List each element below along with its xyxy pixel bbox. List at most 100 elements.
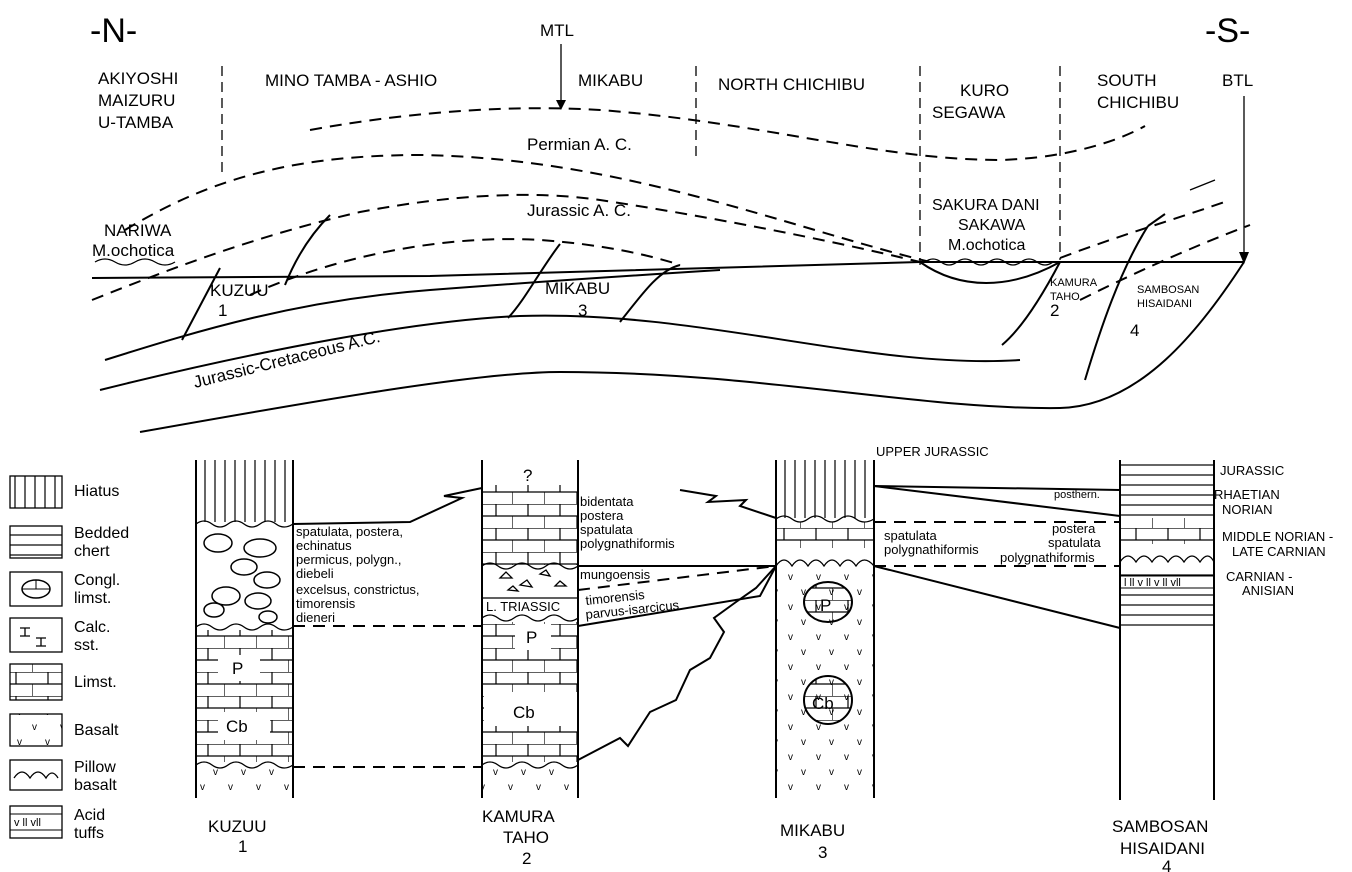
col4-tuff-symbol: l ll v ll v ll vll (1124, 577, 1181, 589)
col4-age: LATE CARNIAN (1232, 544, 1326, 559)
col3-unconformity (775, 515, 875, 523)
col2-name-2: TAHO (503, 828, 549, 847)
col1-fauna: timorensis (296, 596, 356, 611)
kuro-basin (919, 261, 1061, 284)
col2-fauna: bidentata (580, 494, 634, 509)
section-kamura-1: KAMURA (1050, 277, 1098, 289)
tuffs-symbol: v ll vll (14, 817, 41, 829)
correlation-solid (577, 565, 777, 627)
col3-limestone (776, 522, 874, 548)
col1-unconformity (195, 761, 294, 769)
col2-unconformity (481, 562, 579, 570)
north-label: -N- (90, 12, 137, 50)
sakura-label-1: SAKURA DANI (932, 197, 1040, 214)
section-kuzuu-2: 1 (218, 301, 227, 320)
col3-limestone-block (803, 675, 853, 725)
jurassic-lower-dashed (91, 193, 921, 301)
hiatus-zigzag (679, 489, 777, 519)
jur-cret-upper (104, 269, 721, 361)
col2-name-1: KAMURA (482, 807, 555, 826)
col1-name-1: KUZUU (208, 817, 267, 836)
col1-name-2: 1 (238, 837, 247, 856)
mtl-arrow-icon (556, 100, 566, 110)
section-kamura-3: 2 (1050, 301, 1059, 320)
legend-label: tuffs (74, 825, 104, 842)
belt-akiyoshi-1: AKIYOSHI (98, 69, 178, 88)
col1-fauna: spatulata, postera, (296, 524, 403, 539)
column-mikabu: P Cb UPPER JURASSIC spatulata polygnathi… (775, 444, 989, 862)
jurassic-inner-dashed (249, 238, 681, 296)
sambosan-fault (1084, 225, 1149, 381)
cross-section: -N- -S- MTL BTL AKIYOSHI MAIZURU U-TAMBA… (90, 12, 1253, 433)
legend-label: Congl. (74, 572, 120, 589)
legend-calc: Calc. sst. (9, 617, 110, 654)
col2-label-bg (484, 692, 578, 726)
south-dashed-2 (1079, 224, 1251, 301)
col4-age: NORIAN (1222, 502, 1273, 517)
col2-breccia-clasts (498, 569, 568, 592)
belt-mikabu: MIKABU (578, 71, 643, 90)
col4-name-3: 4 (1162, 857, 1171, 872)
col2-question: ? (523, 466, 532, 485)
belt-akiyoshi-3: U-TAMBA (98, 113, 174, 132)
col3-pillow (776, 552, 874, 566)
belt-south-chichibu-1: SOUTH (1097, 71, 1157, 90)
col1-fauna: excelsus, constrictus, (296, 582, 420, 597)
section-sambosan-1: SAMBOSAN (1137, 284, 1199, 296)
section-mikabu-2: 3 (578, 301, 587, 320)
pillow-swatch (9, 759, 63, 791)
col3-upper-jurassic: UPPER JURASSIC (876, 444, 989, 459)
section-mikabu-1: MIKABU (545, 279, 610, 298)
col1-basalt (196, 768, 293, 798)
col2-label-bg (515, 624, 551, 650)
jurassic-label: Jurassic A. C. (527, 201, 631, 220)
sakura-label-2: SAKAWA (958, 217, 1026, 234)
col2-cb-label: Cb (513, 703, 535, 722)
col4-chert (1120, 462, 1214, 516)
sakura-label-3: M.ochotica (948, 237, 1025, 254)
nariwa-label-2: M.ochotica (92, 241, 175, 260)
hiatus-zigzag (292, 487, 483, 525)
col2-unconformity (481, 761, 579, 769)
col4-age: ANISIAN (1242, 583, 1294, 598)
col1-unconformity (195, 520, 294, 528)
column-kuzuu: P Cb spatulata, postera, echinatus permi… (195, 460, 420, 856)
col2-name-3: 2 (522, 849, 531, 868)
belt-kuro-1: KURO (960, 81, 1009, 100)
legend-pillow: Pillow basalt (9, 759, 117, 794)
col3-cb-label: Cb (812, 694, 834, 713)
mikabu-fault-2 (619, 264, 681, 323)
kamura-fault (1001, 261, 1061, 346)
pillow-icon (13, 771, 59, 780)
legend-label: Hiatus (74, 483, 119, 500)
col2-fauna: timorensis (585, 587, 646, 608)
legend-label: Basalt (74, 722, 119, 739)
belt-mino: MINO TAMBA - ASHIO (265, 71, 437, 90)
col3-hiatus (776, 460, 874, 518)
btl-label: BTL (1222, 71, 1253, 90)
section-kamura-2: TAHO (1050, 291, 1080, 303)
col1-limestone (196, 630, 293, 762)
col2-fauna: postera (580, 508, 624, 523)
col3-fauna: polygnathiformis (884, 542, 979, 557)
belt-north-chichibu: NORTH CHICHIBU (718, 75, 865, 94)
nariwa-wavy (94, 258, 176, 266)
south-dashed-1 (1059, 199, 1231, 259)
col2-triassic-bg (482, 598, 578, 616)
col1-label-bg (218, 712, 270, 740)
col4-fauna: postera (1052, 521, 1096, 536)
col1-label-bg (218, 655, 260, 681)
col4-fauna: posthern. (1054, 489, 1100, 501)
legend-label: chert (74, 543, 110, 560)
col1-fauna: permicus, polygn., (296, 552, 402, 567)
legend-label: Limst. (74, 674, 117, 691)
col2-p-label: P (526, 628, 537, 647)
legend-label: basalt (74, 777, 117, 794)
mikabu-fault-1 (507, 243, 561, 319)
section-sambosan-2: HISAIDANI (1137, 298, 1192, 310)
col2-basalt (482, 768, 578, 798)
col3-p-label: P (820, 596, 831, 615)
col4-age: MIDDLE NORIAN - (1222, 529, 1333, 544)
legend-label: Bedded (74, 525, 129, 542)
column-kamura: P Cb ? L. TRIASSIC bidentata postera spa… (481, 460, 680, 868)
